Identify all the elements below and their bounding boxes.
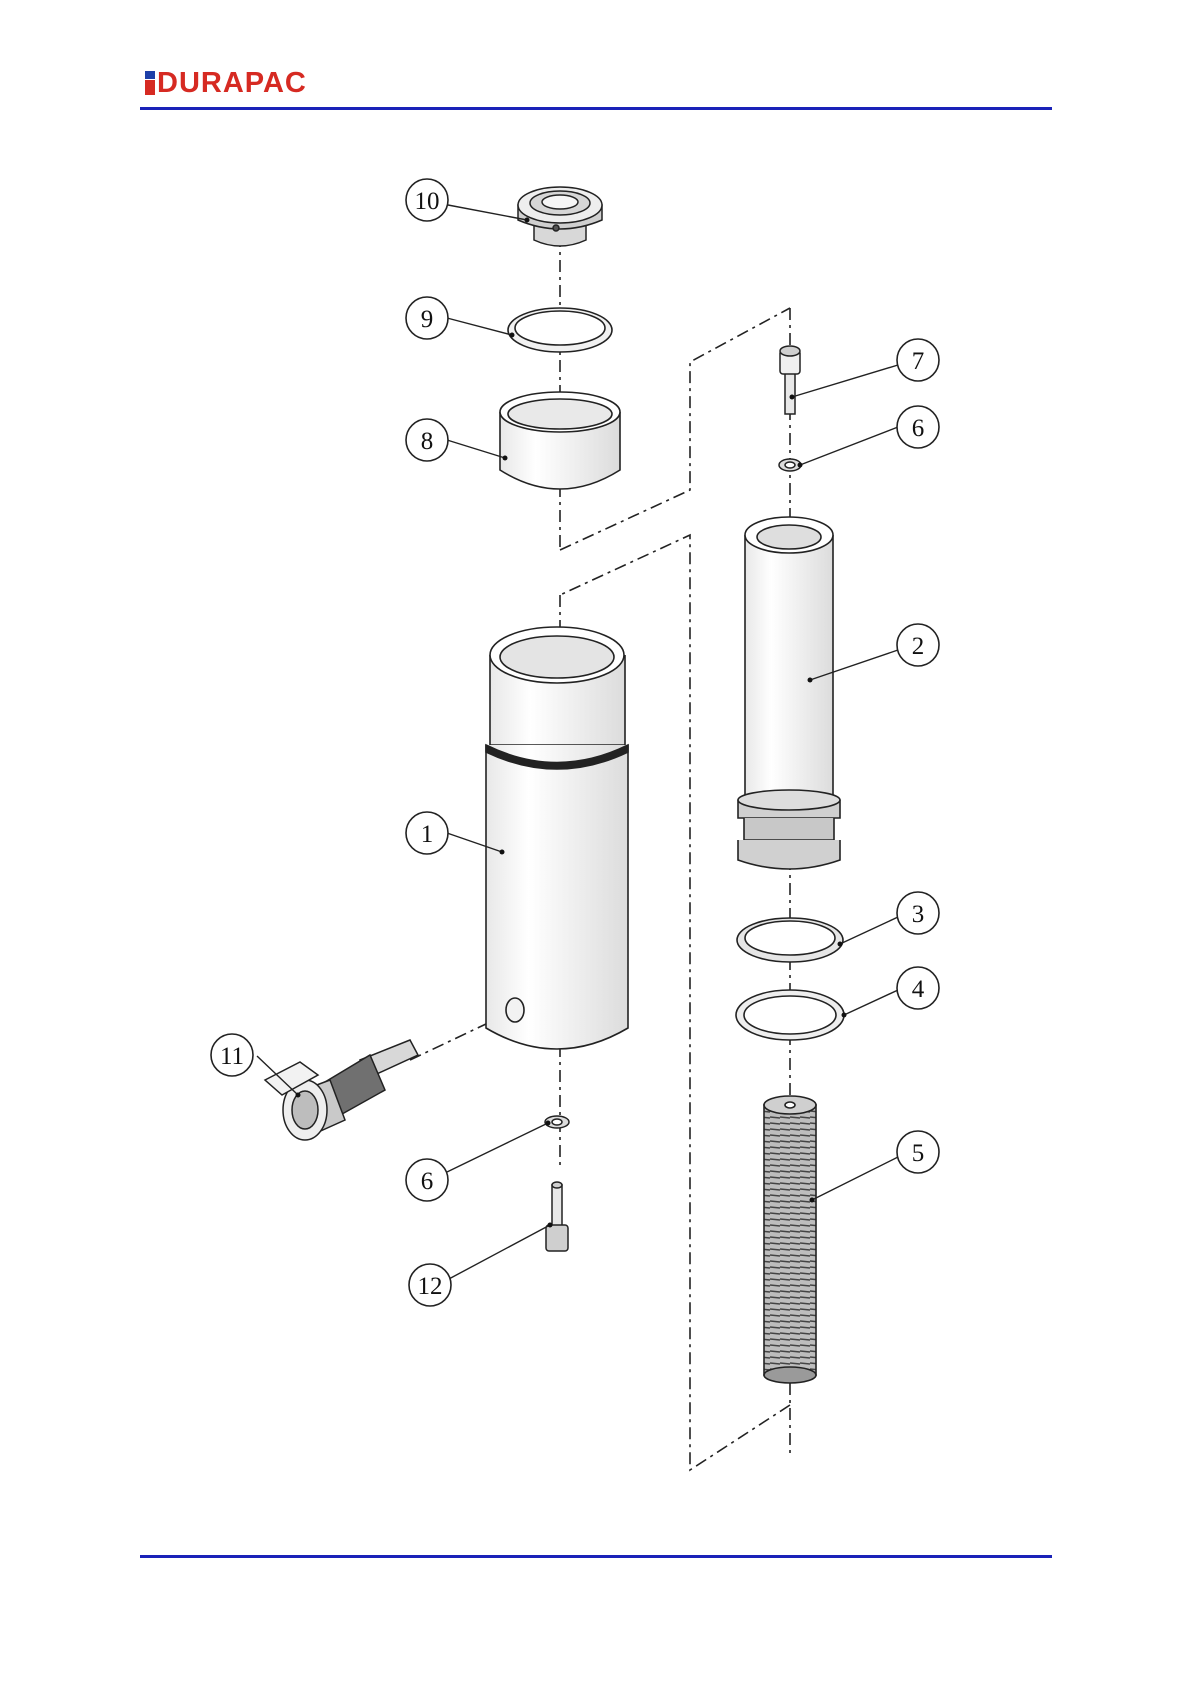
svg-text:9: 9	[421, 306, 434, 333]
callout-9: 9	[406, 297, 448, 339]
part-10-saddle	[518, 187, 602, 246]
svg-text:6: 6	[421, 1168, 434, 1195]
callout-8: 8	[406, 419, 448, 461]
svg-text:11: 11	[220, 1043, 244, 1070]
callout-2: 2	[897, 624, 939, 666]
part-7-screw	[780, 346, 800, 414]
part-5-threaded-rod	[764, 1096, 816, 1383]
part-4-o-ring	[736, 990, 844, 1040]
callout-1: 1	[406, 812, 448, 854]
callout-6-top: 6	[897, 406, 939, 448]
part-12-screw	[546, 1182, 568, 1251]
svg-text:1: 1	[421, 821, 434, 848]
part-11-coupler	[265, 1040, 418, 1140]
svg-text:2: 2	[912, 633, 925, 660]
svg-text:12: 12	[418, 1273, 443, 1300]
callout-12: 12	[409, 1264, 451, 1306]
part-1-cylinder-body	[486, 627, 628, 1049]
callout-6-bottom: 6	[406, 1159, 448, 1201]
svg-text:4: 4	[912, 976, 925, 1003]
svg-text:8: 8	[421, 428, 434, 455]
callout-10: 10	[406, 179, 448, 221]
callout-7: 7	[897, 339, 939, 381]
footer-rule	[140, 1555, 1052, 1558]
svg-text:3: 3	[912, 901, 925, 928]
svg-text:10: 10	[415, 188, 440, 215]
part-2-plunger	[738, 517, 840, 869]
callout-5: 5	[897, 1131, 939, 1173]
part-8-wiper-ring	[500, 392, 620, 489]
callout-4: 4	[897, 967, 939, 1009]
svg-text:7: 7	[912, 348, 925, 375]
part-3-ring	[737, 918, 843, 962]
part-9-ring	[508, 308, 612, 352]
callout-3: 3	[897, 892, 939, 934]
svg-text:5: 5	[912, 1140, 925, 1167]
callout-11: 11	[211, 1034, 253, 1076]
svg-text:6: 6	[912, 415, 925, 442]
